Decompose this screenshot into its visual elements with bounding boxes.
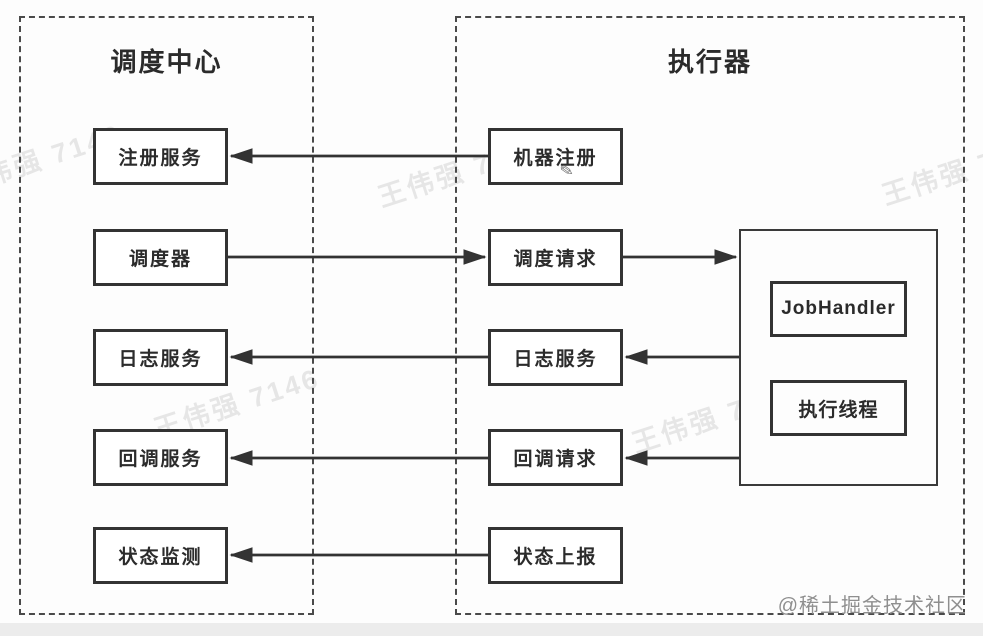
node-status-report: 状态上报 bbox=[488, 527, 623, 584]
executor-panel-title: 执行器 bbox=[667, 47, 752, 77]
node-machine-register: 机器注册 bbox=[488, 128, 623, 185]
executor-panel: 执行器 bbox=[455, 16, 965, 615]
node-callback-request: 回调请求 bbox=[488, 429, 623, 486]
scheduler-panel-title: 调度中心 bbox=[110, 47, 223, 77]
node-scheduler-log-service: 日志服务 bbox=[93, 329, 228, 386]
node-status-monitor: 状态监测 bbox=[93, 527, 228, 584]
bottom-edge-strip bbox=[0, 623, 983, 636]
node-executor-log-service: 日志服务 bbox=[488, 329, 623, 386]
node-callback-service: 回调服务 bbox=[93, 429, 228, 486]
node-job-handler: JobHandler bbox=[770, 281, 907, 337]
node-register-service: 注册服务 bbox=[93, 128, 228, 185]
executor-runtime-box bbox=[739, 229, 938, 486]
scheduler-panel: 调度中心 bbox=[19, 16, 314, 615]
node-exec-thread: 执行线程 bbox=[770, 380, 907, 436]
node-dispatcher: 调度器 bbox=[93, 229, 228, 286]
site-watermark: @稀土掘金技术社区 bbox=[777, 595, 967, 617]
node-dispatch-request: 调度请求 bbox=[488, 229, 623, 286]
